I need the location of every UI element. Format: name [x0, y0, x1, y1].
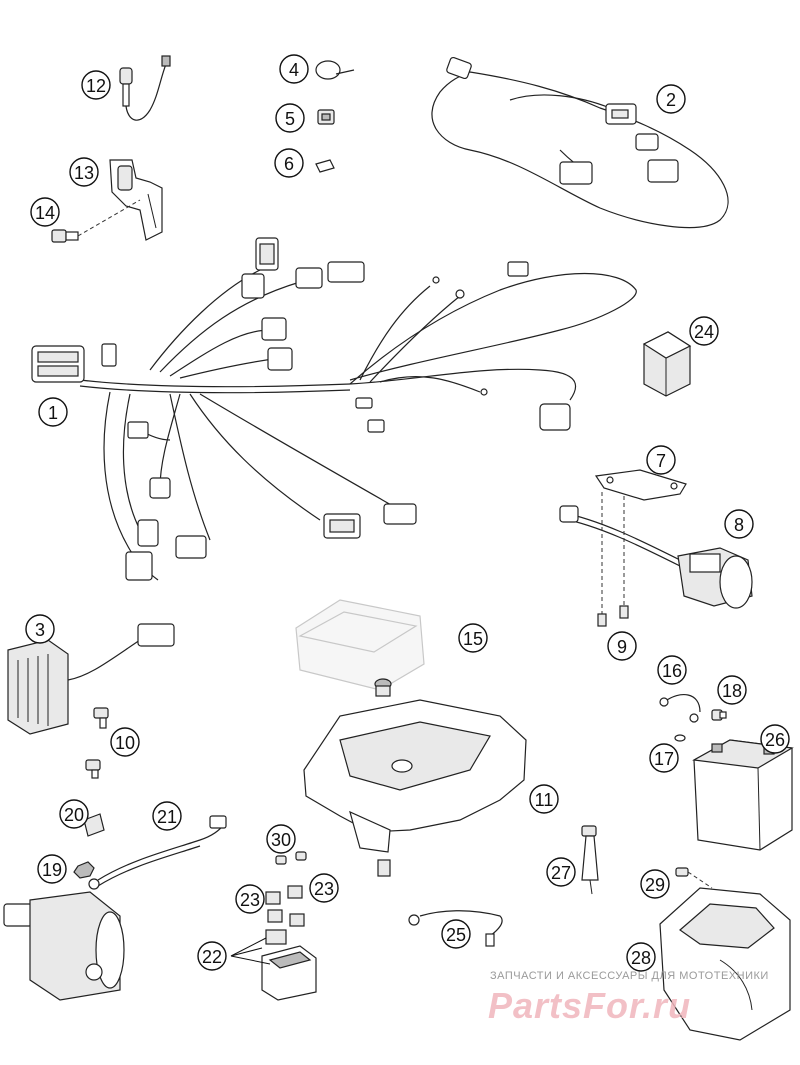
svg-text:7: 7	[656, 451, 666, 471]
part-21-starter-cable	[88, 815, 227, 890]
callout-16: 16	[657, 655, 687, 685]
callout-11: 11	[529, 784, 559, 814]
callout-19: 19	[37, 854, 67, 884]
callout-24: 24	[689, 316, 719, 346]
part-13-switch-bracket	[109, 159, 163, 241]
part-27-main-fuse	[581, 825, 599, 895]
callout-10: 10	[110, 727, 140, 757]
callout-3: 3	[25, 614, 55, 644]
part-17-washer	[674, 734, 686, 742]
part-19-nut	[73, 861, 95, 879]
callout-8: 8	[724, 509, 754, 539]
callout-28: 28	[626, 942, 656, 972]
svg-text:16: 16	[662, 661, 682, 681]
part-18-screw	[711, 709, 727, 721]
svg-text:29: 29	[645, 875, 665, 895]
callout-12: 12	[81, 70, 111, 100]
callout-23-left: 23	[235, 884, 265, 914]
part-10-screws	[85, 707, 109, 779]
starter-motor	[3, 891, 125, 1001]
callout-21: 21	[152, 801, 182, 831]
part-7-bracket	[594, 469, 687, 501]
svg-text:22: 22	[202, 947, 222, 967]
part-23-fuses	[265, 885, 305, 927]
part-22-starter-relay	[261, 929, 317, 1001]
svg-text:28: 28	[631, 948, 651, 968]
part-30-fuse-holder-plug	[275, 851, 307, 865]
svg-text:15: 15	[463, 629, 483, 649]
callout-15: 15	[458, 623, 488, 653]
part-20-rubber-cap	[83, 813, 105, 837]
svg-text:23: 23	[240, 890, 260, 910]
part-2-sub-wiring-harness	[431, 56, 729, 229]
svg-text:1: 1	[48, 403, 58, 423]
watermark-caption: ЗАПЧАСТИ И АКСЕССУАРЫ ДЛЯ МОТОТЕХНИКИ	[490, 970, 769, 982]
svg-text:10: 10	[115, 733, 135, 753]
part-14-screw	[51, 199, 141, 243]
part-4-cable-tie	[315, 60, 355, 80]
callout-2: 2	[656, 84, 686, 114]
svg-text:24: 24	[694, 322, 714, 342]
part-5-cable-clip	[317, 109, 335, 125]
svg-text:14: 14	[35, 203, 55, 223]
part-1-main-wiring-harness	[31, 237, 637, 581]
part-11-electronics-box	[303, 699, 527, 877]
svg-text:17: 17	[654, 749, 674, 769]
callout-13: 13	[69, 157, 99, 187]
part-6-wire-holder	[315, 159, 335, 173]
svg-text:26: 26	[765, 730, 785, 750]
callout-27: 27	[546, 857, 576, 887]
callout-25: 25	[441, 919, 471, 949]
svg-text:11: 11	[535, 790, 554, 810]
callout-23-right: 23	[309, 873, 339, 903]
watermark-logo: PartsFor.ru	[488, 985, 692, 1026]
svg-text:3: 3	[35, 620, 45, 640]
callout-4: 4	[279, 54, 309, 84]
part-29-screw	[675, 867, 713, 889]
callout-26: 26	[760, 724, 790, 754]
svg-text:27: 27	[551, 863, 571, 883]
callout-29: 29	[640, 869, 670, 899]
svg-text:23: 23	[314, 879, 334, 899]
callout-18: 18	[717, 675, 747, 705]
callout-14: 14	[30, 197, 60, 227]
leader-lines	[230, 937, 271, 965]
part-25-ground-cable	[408, 910, 503, 947]
svg-text:8: 8	[734, 515, 744, 535]
svg-text:20: 20	[64, 805, 84, 825]
part-12-push-button-switch	[119, 55, 171, 121]
part-26-battery	[692, 739, 794, 851]
callout-1: 1	[38, 397, 68, 427]
svg-text:30: 30	[271, 830, 291, 850]
callout-6: 6	[274, 148, 304, 178]
part-16-ground-cable	[659, 694, 701, 723]
svg-text:4: 4	[289, 60, 299, 80]
svg-text:5: 5	[285, 109, 295, 129]
part-15-rubber-bushing	[374, 678, 392, 697]
callout-30: 30	[266, 824, 296, 854]
svg-text:21: 21	[157, 807, 177, 827]
svg-text:12: 12	[86, 76, 106, 96]
svg-text:18: 18	[722, 681, 742, 701]
svg-text:9: 9	[617, 637, 627, 657]
part-8-starter-motor-cable	[559, 505, 753, 609]
svg-text:2: 2	[666, 90, 676, 110]
callout-22: 22	[197, 941, 227, 971]
svg-text:25: 25	[446, 925, 466, 945]
svg-text:6: 6	[284, 154, 294, 174]
part-28-battery-holder	[659, 887, 791, 1041]
callout-20: 20	[59, 799, 89, 829]
callout-17: 17	[649, 743, 679, 773]
svg-text:13: 13	[74, 163, 94, 183]
callout-5: 5	[275, 103, 305, 133]
part-9-bolts	[597, 492, 629, 627]
callout-9: 9	[607, 631, 637, 661]
callout-7: 7	[646, 445, 676, 475]
svg-text:19: 19	[42, 860, 62, 880]
ecu-unit-outline	[295, 599, 425, 691]
part-24-relay	[642, 331, 692, 397]
